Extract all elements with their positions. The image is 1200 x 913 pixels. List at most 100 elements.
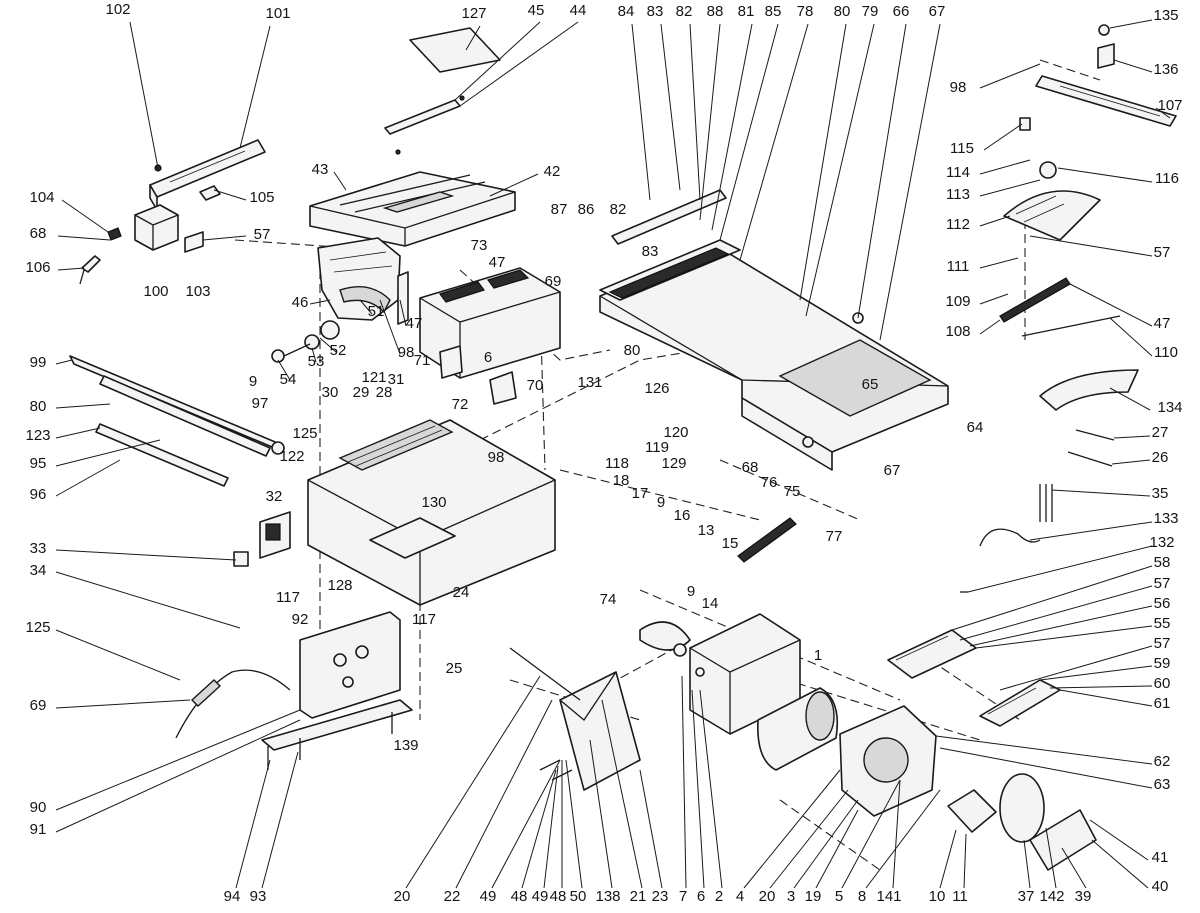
part-callout-26: 26 [1152, 449, 1169, 466]
part-callout-117: 117 [412, 611, 436, 628]
part-callout-57: 57 [1154, 244, 1171, 261]
part-callout-138: 138 [595, 888, 620, 905]
part-callout-53: 53 [308, 353, 325, 370]
part-callout-47: 47 [406, 315, 423, 332]
part-callout-130: 130 [421, 494, 446, 511]
part-callout-71: 71 [414, 352, 431, 369]
part-callout-132: 132 [1149, 534, 1174, 551]
part-callout-58: 58 [1154, 554, 1171, 571]
part-callout-40: 40 [1152, 878, 1169, 895]
part-callout-81: 81 [738, 3, 755, 20]
part-callout-2: 2 [715, 888, 723, 905]
small-parts-right [960, 369, 1139, 593]
part-callout-141: 141 [876, 888, 901, 905]
part-callout-11: 11 [952, 888, 968, 905]
part-callout-28: 28 [376, 384, 393, 401]
part-callout-109: 109 [945, 293, 970, 310]
part-callout-16: 16 [674, 507, 691, 524]
part-callout-99: 99 [30, 354, 47, 371]
part-callout-125: 125 [25, 619, 50, 636]
part-callout-70: 70 [527, 377, 544, 394]
part-callout-105: 105 [249, 189, 274, 206]
part-callout-3: 3 [787, 888, 795, 905]
part-callout-98: 98 [398, 344, 415, 361]
part-callout-86: 86 [578, 201, 595, 218]
part-callout-10: 10 [929, 888, 946, 905]
part-callout-122: 122 [279, 448, 304, 465]
part-callout-23: 23 [652, 888, 669, 905]
part-callout-19: 19 [805, 888, 822, 905]
part-callout-101: 101 [265, 5, 290, 22]
part-callout-129: 129 [661, 455, 686, 472]
part-callout-27: 27 [1152, 424, 1169, 441]
part-callout-4: 4 [736, 888, 744, 905]
dust-chute [419, 267, 561, 405]
part-callout-5: 5 [835, 888, 843, 905]
part-callout-83: 83 [647, 3, 664, 20]
part-callout-120: 120 [663, 424, 688, 441]
part-callout-126: 126 [644, 380, 669, 397]
power-cord [175, 669, 291, 739]
part-callout-68: 68 [742, 459, 759, 476]
part-callout-104: 104 [29, 189, 54, 206]
part-callout-49: 49 [532, 888, 549, 905]
part-callout-93: 93 [250, 888, 267, 905]
part-callout-123: 123 [25, 427, 50, 444]
part-callout-135: 135 [1153, 7, 1178, 24]
part-callout-9: 9 [249, 373, 257, 390]
rip-fence-assembly [79, 139, 266, 285]
part-callout-61: 61 [1154, 695, 1171, 712]
part-callout-20: 20 [759, 888, 776, 905]
part-callout-69: 69 [30, 697, 47, 714]
part-callout-136: 136 [1153, 61, 1178, 78]
part-callout-42: 42 [544, 163, 561, 180]
extension-table [599, 189, 949, 471]
part-callout-48: 48 [550, 888, 567, 905]
switch-panel [261, 611, 413, 770]
part-callout-73: 73 [471, 237, 488, 254]
part-callout-22: 22 [444, 888, 461, 905]
part-callout-85: 85 [765, 3, 782, 20]
part-callout-13: 13 [698, 522, 715, 539]
part-callout-91: 91 [30, 821, 47, 838]
part-callout-60: 60 [1154, 675, 1171, 692]
part-callout-84: 84 [618, 3, 635, 20]
part-callout-18: 18 [613, 472, 630, 489]
part-callout-103: 103 [185, 283, 210, 300]
part-callout-57: 57 [1154, 635, 1171, 652]
part-callout-96: 96 [30, 486, 47, 503]
part-callout-128: 128 [327, 577, 352, 594]
part-callout-29: 29 [353, 384, 370, 401]
part-callout-77: 77 [826, 528, 843, 545]
part-callout-56: 56 [1154, 595, 1171, 612]
left-rails [69, 355, 285, 487]
part-callout-83: 83 [642, 243, 659, 260]
part-callout-35: 35 [1152, 485, 1169, 502]
part-callout-37: 37 [1018, 888, 1035, 905]
part-callout-33: 33 [30, 540, 47, 557]
part-callout-9: 9 [687, 583, 695, 600]
part-callout-65: 65 [862, 376, 879, 393]
part-callout-21: 21 [630, 888, 647, 905]
part-callout-110: 110 [1154, 344, 1178, 361]
part-callout-94: 94 [224, 888, 241, 905]
part-callout-113: 113 [946, 186, 970, 203]
part-callout-69: 69 [545, 273, 562, 290]
part-callout-47: 47 [489, 254, 506, 271]
part-callout-106: 106 [25, 259, 50, 276]
motor-assembly [639, 517, 1097, 871]
part-callout-98: 98 [488, 449, 505, 466]
part-callout-127: 127 [461, 5, 486, 22]
part-callout-52: 52 [330, 342, 347, 359]
part-callout-39: 39 [1075, 888, 1092, 905]
part-callout-82: 82 [676, 3, 693, 20]
part-callout-17: 17 [632, 485, 649, 502]
part-callout-142: 142 [1039, 888, 1064, 905]
part-callout-78: 78 [797, 3, 814, 20]
part-callout-75: 75 [784, 483, 801, 500]
part-callout-45: 45 [528, 2, 545, 19]
part-callout-114: 114 [946, 164, 970, 181]
part-callout-32: 32 [266, 488, 283, 505]
part-callout-80: 80 [834, 3, 851, 20]
